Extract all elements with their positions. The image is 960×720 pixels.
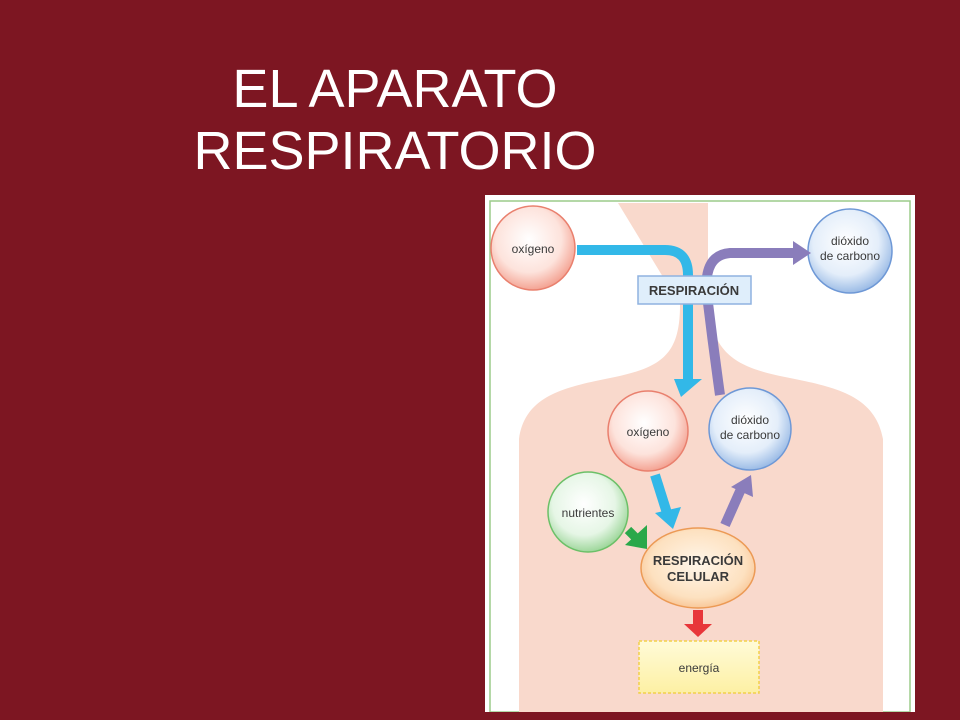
slide-title: EL APARATO RESPIRATORIO — [150, 58, 640, 182]
oxygen-inhale-arrowhead — [674, 379, 702, 397]
energy-arrow-shaft — [693, 610, 703, 626]
nutrients-label: nutrientes — [562, 506, 615, 520]
nutrients-to-cell-arrowhead — [625, 525, 647, 549]
title-line-1: EL APARATO — [232, 59, 558, 119]
mid-co2-label-line2: de carbono — [720, 428, 780, 442]
top-oxygen-circle — [490, 205, 576, 291]
top-co2-label-line2: de carbono — [820, 249, 880, 263]
oxygen-to-cell-arrow — [650, 473, 672, 515]
respiration-diagram: oxígeno dióxido de carbono RESPIRACIÓN o… — [485, 195, 915, 712]
top-oxygen-label: oxígeno — [512, 242, 555, 256]
mid-oxygen-label: oxígeno — [627, 425, 670, 439]
cell-to-co2-arrow — [720, 486, 746, 528]
cellular-respiration-ellipse — [640, 527, 756, 609]
mid-co2-label-line1: dióxido — [731, 413, 769, 427]
energy-box — [638, 640, 760, 694]
cellular-label-line2: CELULAR — [667, 569, 730, 584]
oxygen-to-cell-arrowhead — [655, 507, 681, 529]
cellular-label-line1: RESPIRACIÓN — [653, 553, 743, 568]
energy-arrowhead — [684, 624, 712, 637]
mid-co2-circle — [708, 387, 792, 471]
mid-oxygen-circle — [607, 390, 689, 472]
top-co2-label-line1: dióxido — [831, 234, 869, 248]
nutrients-circle — [547, 471, 629, 553]
diagram-frame-border — [489, 200, 911, 712]
energy-label: energía — [679, 661, 720, 675]
oxygen-inhale-arrow — [577, 245, 693, 381]
diagram-canvas: oxígeno dióxido de carbono RESPIRACIÓN o… — [485, 195, 915, 712]
nutrients-to-cell-arrow — [624, 526, 639, 541]
cell-to-co2-arrowhead — [731, 475, 753, 497]
respiration-box — [637, 275, 752, 305]
respiration-label: RESPIRACIÓN — [649, 283, 739, 298]
body-silhouette — [519, 203, 883, 712]
title-line-2: RESPIRATORIO — [193, 121, 597, 181]
co2-exhale-arrowhead — [793, 241, 811, 265]
